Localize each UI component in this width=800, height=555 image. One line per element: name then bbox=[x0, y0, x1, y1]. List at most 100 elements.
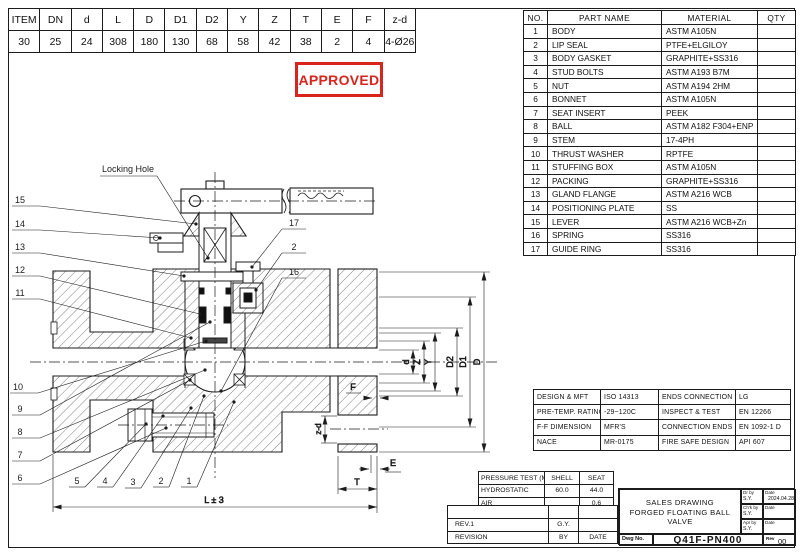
drawing-title: SALES DRAWING FORGED FLOATING BALL VALVE bbox=[619, 489, 741, 534]
cell: ASTM A194 2HM bbox=[661, 78, 758, 93]
header-cell: SEAT bbox=[579, 471, 614, 485]
checked-by-label: Ch'k by bbox=[743, 505, 759, 510]
cell: 10 bbox=[523, 146, 548, 161]
checked-by-cell: Ch'k by S.Y. bbox=[741, 504, 763, 519]
locking-hole-label: Locking Hole bbox=[102, 164, 154, 174]
cell bbox=[757, 200, 796, 216]
header-cell: D bbox=[133, 8, 166, 31]
cell: HYDROSTATIC bbox=[478, 484, 545, 498]
cell bbox=[578, 505, 618, 519]
header-cell: DN bbox=[39, 8, 72, 31]
cell: REVISION bbox=[447, 530, 549, 545]
drawn-by-label: Dr by bbox=[743, 490, 754, 495]
cell: BY bbox=[548, 530, 579, 545]
cell: BODY GASKET bbox=[547, 51, 662, 66]
callout-6: 6 bbox=[17, 473, 22, 483]
cell: ENDS CONNECTION bbox=[658, 388, 736, 406]
drawn-date-value: 2024.04.28 bbox=[768, 495, 794, 502]
pressure-test-table: PRESSURE TEST (Mpa)SHELLSEATHYDROSTATIC6… bbox=[478, 471, 614, 510]
cell: 2 bbox=[320, 30, 354, 53]
drawn-by-value: S.Y. bbox=[743, 495, 753, 502]
cell: ASTM A216 WCB bbox=[661, 187, 758, 202]
centerlines bbox=[30, 172, 500, 478]
dim-label-F: F bbox=[350, 382, 356, 392]
cell: 15 bbox=[523, 214, 548, 229]
dwg-no-value: Q41F-PN400 bbox=[653, 534, 763, 546]
cell: ASTM A182 F304+ENP bbox=[661, 119, 758, 134]
title-line-1: SALES DRAWING bbox=[645, 497, 715, 507]
callout-14: 14 bbox=[15, 219, 25, 229]
cell: 9 bbox=[523, 132, 548, 148]
cell: F-F DIMENSION bbox=[533, 419, 601, 436]
cell bbox=[757, 91, 796, 107]
header-cell: Z bbox=[258, 8, 291, 31]
cell bbox=[757, 241, 796, 257]
checked-by-value: S.Y. bbox=[743, 510, 753, 517]
stem-assembly bbox=[149, 212, 264, 349]
cell: 4-Ø26 bbox=[383, 30, 417, 53]
cell: 38 bbox=[289, 30, 322, 53]
cell: API 607 bbox=[735, 434, 791, 451]
dim-label-D: D bbox=[472, 358, 482, 365]
cell: 130 bbox=[164, 30, 197, 53]
title-block: SALES DRAWING FORGED FLOATING BALL VALVE… bbox=[618, 488, 796, 546]
cell: 4 bbox=[523, 64, 548, 80]
callout-11: 11 bbox=[15, 288, 24, 298]
callout-16: 16 bbox=[289, 267, 299, 277]
cell: 30 bbox=[7, 30, 41, 53]
cell: 13 bbox=[523, 187, 548, 202]
rev-cell: Rev 00 bbox=[763, 534, 796, 546]
cell: PEEK bbox=[661, 105, 758, 121]
cell bbox=[757, 64, 796, 80]
callout-13: 13 bbox=[15, 242, 25, 252]
header-cell: E bbox=[320, 8, 354, 31]
callout-17: 17 bbox=[289, 218, 299, 228]
approved-by-cell: Apr by S.Y. bbox=[741, 519, 763, 534]
approved-stamp: APPROVED bbox=[295, 62, 383, 97]
drawn-date-label: Date bbox=[765, 490, 775, 495]
dim-label-D2: D2 bbox=[445, 356, 455, 368]
cell: 8 bbox=[523, 119, 548, 134]
header-cell: PRESSURE TEST (Mpa) bbox=[478, 471, 545, 485]
callout-15: 15 bbox=[15, 195, 25, 205]
callout-3: 3 bbox=[130, 477, 135, 487]
cell: 1 bbox=[523, 24, 548, 39]
header-cell: QTY bbox=[757, 10, 796, 25]
cell bbox=[447, 505, 549, 519]
cell: BONNET bbox=[547, 91, 662, 107]
cell: PACKING bbox=[547, 173, 662, 189]
header-cell: z-d bbox=[383, 8, 417, 31]
diameter-dimensions: d Z Y D2 D1 D bbox=[379, 271, 490, 453]
cell: SS316 bbox=[661, 227, 758, 243]
drawn-date-cell: Date 2024.04.28 bbox=[763, 489, 796, 504]
cell bbox=[757, 37, 796, 53]
dim-label-d: d bbox=[401, 359, 411, 364]
cell: 11 bbox=[523, 159, 548, 175]
cell bbox=[757, 119, 796, 134]
approved-date-cell: Date bbox=[763, 519, 796, 534]
callout-leaders bbox=[10, 175, 306, 489]
cell: 12 bbox=[523, 173, 548, 189]
cell: BODY bbox=[547, 24, 662, 39]
cell: G.Y. bbox=[548, 517, 579, 532]
cell: INSPECT & TEST bbox=[658, 404, 736, 421]
cell: PTFE+ELGILOY bbox=[661, 37, 758, 53]
callout-numbers: 15 14 13 12 11 10 9 8 7 6 5 4 3 2 1 17 2… bbox=[13, 164, 299, 487]
cell: 3 bbox=[523, 51, 548, 66]
callout-2: 2 bbox=[158, 476, 163, 486]
header-cell: MATERIAL bbox=[661, 10, 758, 25]
